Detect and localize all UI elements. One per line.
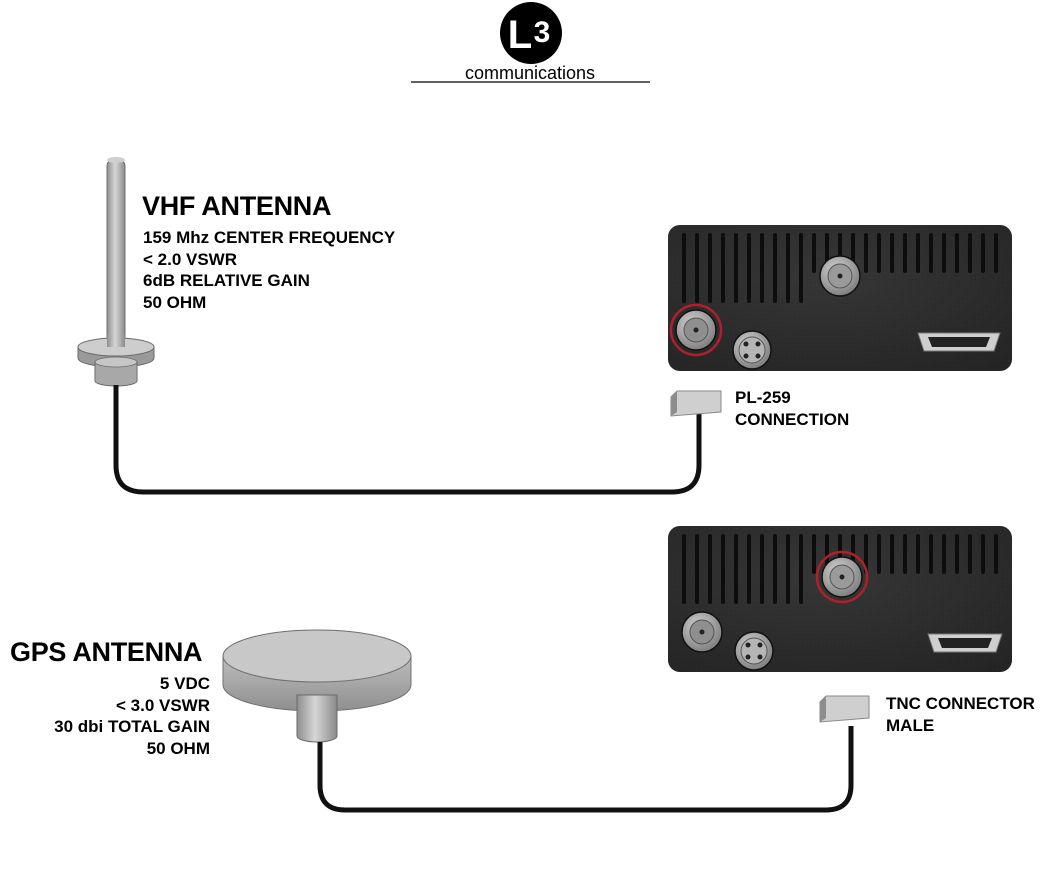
vent-slot (695, 534, 699, 604)
gps-title: GPS ANTENNA (10, 637, 202, 668)
gps-specs: 5 VDC < 3.0 VSWR 30 dbi TOTAL GAIN 50 OH… (10, 673, 210, 759)
vent-slot (734, 534, 738, 604)
vhf-mast-base (107, 335, 125, 347)
vent-slot (760, 534, 764, 604)
gps-spec-gain: 30 dbi TOTAL GAIN (10, 716, 210, 738)
vent-slot (916, 233, 920, 273)
gps-antenna (223, 630, 411, 742)
vent-slot (994, 534, 998, 574)
vent-slot (942, 233, 946, 273)
vent-slot (981, 233, 985, 273)
vent-slot (942, 534, 946, 574)
vent-slot (682, 233, 686, 303)
vent-slot (916, 534, 920, 574)
vent-slot (708, 534, 712, 604)
vent-slot (877, 534, 881, 574)
pl259-label: PL-259 CONNECTION (735, 387, 849, 430)
vent-slot (747, 233, 751, 303)
vent-slot (994, 233, 998, 273)
vhf-cable (116, 385, 699, 492)
vent-slot (734, 233, 738, 303)
vent-slot (929, 233, 933, 273)
tnc-label-line1: TNC CONNECTOR (886, 693, 1035, 715)
vent-slot (955, 534, 959, 574)
vent-slot (864, 233, 868, 273)
vent-slot (773, 233, 777, 303)
gps-dome-top (223, 630, 411, 682)
radio-panel-top (668, 225, 1012, 371)
gps-spec-voltage: 5 VDC (10, 673, 210, 695)
vent-slot (786, 233, 790, 303)
vent-slot (955, 233, 959, 273)
pl259-label-line2: CONNECTION (735, 409, 849, 431)
vent-slot (695, 233, 699, 303)
vent-slot (721, 233, 725, 303)
vent-slot (890, 534, 894, 574)
tnc-connector (820, 696, 869, 722)
vent-slot (773, 534, 777, 604)
vhf-mast-tip (107, 157, 125, 163)
logo-wordmark: communications (0, 63, 1060, 84)
tnc-connector-side (820, 696, 826, 722)
vent-slot (812, 233, 816, 273)
pl259-connector-body (671, 391, 721, 416)
panel-top-dsub-connector (918, 333, 1000, 351)
vent-slot (747, 534, 751, 604)
vhf-spec-gain: 6dB RELATIVE GAIN (143, 270, 395, 292)
tnc-label: TNC CONNECTOR MALE (886, 693, 1035, 736)
logo-mark-3: 3 (534, 16, 551, 49)
pl259-connector-side (671, 391, 677, 416)
vent-slot (981, 534, 985, 574)
vent-slot (799, 233, 803, 303)
vent-slot (812, 534, 816, 574)
vent-slot (721, 534, 725, 604)
gps-spec-vswr: < 3.0 VSWR (10, 695, 210, 717)
vent-slot (903, 534, 907, 574)
gps-spec-impedance: 50 OHM (10, 738, 210, 760)
tnc-connector-body (820, 696, 869, 722)
vent-slot (929, 534, 933, 574)
vhf-specs: 159 Mhz CENTER FREQUENCY < 2.0 VSWR 6dB … (143, 227, 395, 313)
logo-mark-l: L (508, 13, 532, 57)
vhf-spec-vswr: < 2.0 VSWR (143, 249, 395, 271)
vhf-spec-frequency: 159 Mhz CENTER FREQUENCY (143, 227, 395, 249)
vhf-mast (107, 160, 125, 355)
tnc-label-line2: MALE (886, 715, 1035, 737)
radio-panel-bottom (668, 526, 1012, 672)
vent-slot (708, 233, 712, 303)
vent-slot (877, 233, 881, 273)
vent-slot (903, 233, 907, 273)
vent-slot (760, 233, 764, 303)
vent-slot (968, 233, 972, 273)
vhf-spec-impedance: 50 OHM (143, 292, 395, 314)
vent-slot (786, 534, 790, 604)
vent-slot (968, 534, 972, 574)
pl259-label-line1: PL-259 (735, 387, 849, 409)
gps-cable (320, 726, 851, 810)
gps-stem (297, 695, 337, 742)
vent-slot (799, 534, 803, 604)
pl259-connector (671, 391, 721, 416)
panel-bottom-dsub-connector (928, 634, 1002, 652)
vhf-title: VHF ANTENNA (142, 191, 331, 222)
vent-slot (682, 534, 686, 604)
vhf-collar-top (95, 357, 137, 367)
vent-slot (890, 233, 894, 273)
